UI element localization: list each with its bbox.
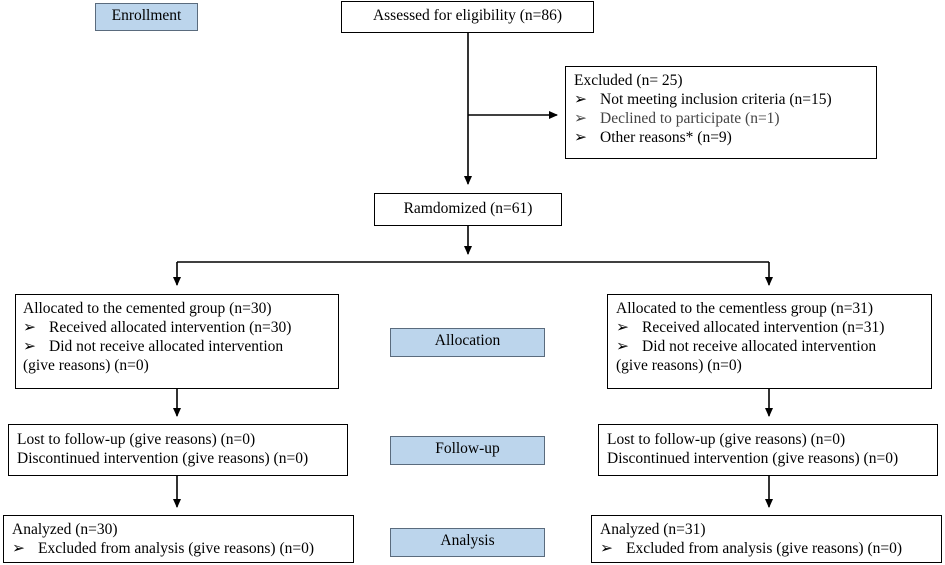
stage-enrollment: Enrollment [95, 3, 198, 31]
excluded-box: Excluded (n= 25) ➢Not meeting inclusion … [565, 66, 877, 159]
left-followup-line: Lost to follow-up (give reasons) (n=0) [17, 431, 256, 448]
arrow-bullet-icon: ➢ [574, 129, 587, 146]
stage-allocation: Allocation [390, 328, 545, 357]
left-allocation-title: Allocated to the cemented group (n=30) [23, 300, 272, 317]
stage-allocation-label: Allocation [434, 332, 501, 349]
arrow-bullet-icon: ➢ [23, 319, 36, 336]
right-analysis-item: ➢Excluded from analysis (give reasons) (… [600, 540, 903, 557]
left-allocation-box: Allocated to the cemented group (n=30) ➢… [15, 294, 339, 389]
assessed-text: Assessed for eligibility (n=86) [372, 7, 563, 24]
excluded-title: Excluded (n= 25) [574, 72, 683, 89]
left-analysis-box: Analyzed (n=30) ➢Excluded from analysis … [3, 515, 354, 563]
excluded-item: ➢Other reasons* (n=9) [574, 129, 732, 146]
right-followup-line: Lost to follow-up (give reasons) (n=0) [607, 431, 846, 448]
right-followup-line: Discontinued intervention (give reasons)… [607, 450, 899, 467]
right-followup-box: Lost to follow-up (give reasons) (n=0) D… [598, 424, 938, 476]
right-analysis-title: Analyzed (n=31) [600, 521, 706, 538]
arrow-bullet-icon: ➢ [23, 338, 36, 355]
stage-follow-up: Follow-up [390, 436, 545, 465]
excluded-item: ➢Not meeting inclusion criteria (n=15) [574, 91, 832, 108]
randomized-box: Ramdomized (n=61) [374, 193, 562, 226]
arrow-bullet-icon: ➢ [574, 110, 587, 127]
left-followup-line: Discontinued intervention (give reasons)… [17, 450, 309, 467]
left-allocation-item: ➢Did not receive allocated intervention [23, 338, 284, 355]
left-allocation-item: ➢Received allocated intervention (n=30) [23, 319, 292, 336]
randomized-text: Ramdomized (n=61) [403, 200, 533, 217]
stage-follow-up-label: Follow-up [435, 440, 500, 457]
stage-analysis: Analysis [390, 528, 545, 557]
left-analysis-item: ➢Excluded from analysis (give reasons) (… [12, 540, 315, 557]
stage-analysis-label: Analysis [440, 532, 495, 549]
left-analysis-title: Analyzed (n=30) [12, 521, 118, 538]
left-allocation-tail: (give reasons) (n=0) [23, 357, 149, 374]
assessed-box: Assessed for eligibility (n=86) [341, 1, 594, 33]
left-followup-box: Lost to follow-up (give reasons) (n=0) D… [8, 424, 348, 476]
arrow-bullet-icon: ➢ [600, 540, 613, 557]
stage-enrollment-label: Enrollment [111, 7, 182, 24]
arrow-bullet-icon: ➢ [616, 319, 629, 336]
right-allocation-tail: (give reasons) (n=0) [616, 357, 742, 374]
right-allocation-item: ➢Did not receive allocated intervention [616, 338, 877, 355]
right-analysis-box: Analyzed (n=31) ➢Excluded from analysis … [591, 515, 942, 563]
arrow-bullet-icon: ➢ [12, 540, 25, 557]
arrow-bullet-icon: ➢ [616, 338, 629, 355]
right-allocation-title: Allocated to the cementless group (n=31) [616, 300, 874, 317]
excluded-item: ➢Declined to participate (n=1) [574, 110, 780, 127]
right-allocation-item: ➢Received allocated intervention (n=31) [616, 319, 885, 336]
arrow-bullet-icon: ➢ [574, 91, 587, 108]
right-allocation-box: Allocated to the cementless group (n=31)… [607, 294, 932, 389]
